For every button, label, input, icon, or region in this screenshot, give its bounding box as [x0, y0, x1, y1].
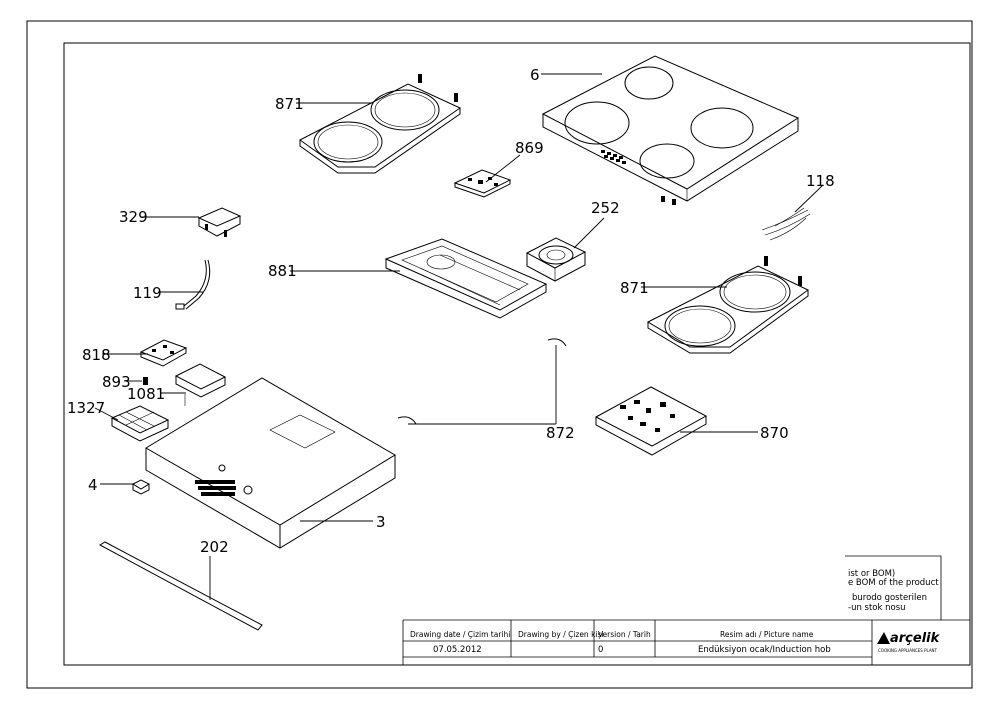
part-wires [761, 207, 811, 241]
brand-subtitle: COOKING APPLIANCES PLANT [878, 648, 938, 653]
part-fan [525, 237, 587, 282]
callouts: 871 6 869 329 252 118 881 119 871 818 89… [67, 66, 835, 556]
part-small-board [139, 339, 188, 367]
header-version: Version / Tarih [598, 630, 651, 639]
brand-logo: arçelik COOKING APPLIANCES PLANT [877, 631, 941, 653]
value-picture-name: Endüksiyon ocak/Induction hob [698, 645, 831, 655]
note-line-2: e BOM of the product [848, 578, 939, 588]
part-ribbon-cable [397, 338, 567, 425]
callout-869: 869 [515, 139, 544, 157]
callout-871-upper: 871 [275, 95, 304, 113]
part-glass-top [541, 55, 800, 205]
callout-119: 119 [133, 284, 162, 302]
callout-893: 893 [102, 373, 131, 391]
part-coil-plate-upper [299, 74, 462, 174]
note-line-4: -un stok nosu [848, 603, 906, 613]
part-main-pcb [594, 386, 708, 456]
part-bracket [174, 363, 227, 406]
callout-818: 818 [82, 346, 111, 364]
header-drawn-by: Drawing by / Çizen kişi [518, 630, 604, 639]
callout-872: 872 [546, 424, 575, 442]
callout-3: 3 [376, 513, 386, 531]
leader-lines [94, 73, 823, 600]
value-version: 0 [598, 645, 603, 655]
callout-1327: 1327 [67, 399, 105, 417]
part-pin [143, 377, 148, 385]
outer-border [26, 20, 973, 689]
callout-202: 202 [200, 538, 229, 556]
brand-name: arçelik [890, 631, 941, 646]
value-drawing-date: 07.05.2012 [433, 645, 482, 655]
callout-4: 4 [88, 476, 98, 494]
part-power-cable [175, 259, 211, 310]
header-picture-name: Resim adı / Picture name [720, 630, 814, 639]
part-seal-strip [98, 541, 263, 631]
note-line-3: burodo gosterilen [852, 593, 927, 603]
part-coil-plate-lower [646, 256, 809, 354]
part-carrier-tray [384, 238, 548, 319]
inner-border [63, 42, 971, 666]
part-foot [131, 479, 151, 495]
title-block: Drawing date / Çizim tarihi Drawing by /… [402, 619, 970, 665]
callout-6: 6 [530, 66, 540, 84]
callout-118: 118 [806, 172, 835, 190]
part-small-pcb [453, 169, 512, 198]
header-drawing-date: Drawing date / Çizim tarihi [410, 630, 510, 639]
callout-252: 252 [591, 199, 620, 217]
callout-870: 870 [760, 424, 789, 442]
part-filter-grid [110, 405, 170, 442]
note-line-1: ist or BOM) [848, 569, 895, 579]
notes-box: ist or BOM) e BOM of the product burodo … [845, 555, 942, 620]
callout-871-lower: 871 [620, 279, 649, 297]
part-bottom-housing [145, 377, 396, 549]
callout-329: 329 [119, 208, 148, 226]
callout-1081: 1081 [127, 385, 165, 403]
part-connector-block [197, 207, 242, 237]
callout-881: 881 [268, 262, 297, 280]
